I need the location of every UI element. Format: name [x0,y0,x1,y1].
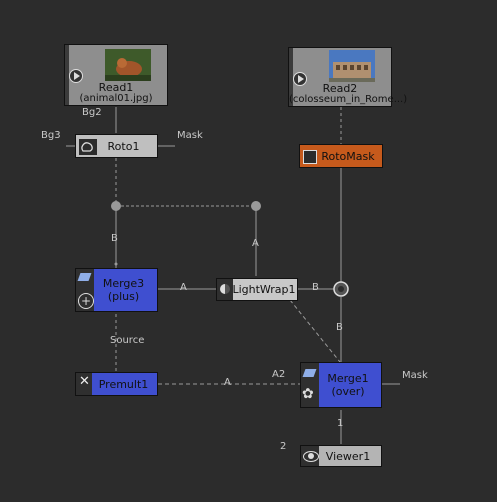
gear-icon: ✿ [302,386,314,402]
merge3-label: Merge3 [102,277,145,290]
read2-thumbnail-image [329,50,375,82]
input-label-bg3: Bg3 [41,130,61,141]
premult-side-panel [76,373,92,395]
input-label-lightwrap-a: A [252,238,259,249]
play-icon[interactable] [293,72,307,86]
eye-icon [303,451,319,462]
read1-title: Read1 [98,81,134,94]
read2-subtitle: (colosseum_in_Rome...) [289,94,408,105]
merge1-node[interactable]: ✿ Merge1 (over) [300,362,382,408]
dot-node-left[interactable] [111,201,121,211]
premult1-node[interactable]: ✕ Premult1 [75,372,158,396]
roto1-label: Roto1 [107,139,140,153]
half-circle-icon [220,284,230,294]
arrow-merge3 [114,262,118,266]
input-label-merge1-a2: A2 [272,369,286,380]
lightwrap1-label: LightWrap1 [232,283,296,296]
read2-node[interactable]: Read2 (colosseum_in_Rome...) [288,47,408,107]
read1-side-bar [65,45,69,105]
input-label-merge1-a: A [224,377,231,388]
read1-subtitle: (animal01.jpg) [79,93,153,104]
input-label-merge3-b: B [111,233,118,244]
merge3-sublabel: (plus) [107,290,140,303]
multiply-x-icon: ✕ [79,374,90,389]
input-label-roto-mask: Mask [177,130,203,141]
merge1-label: Merge1 [327,372,369,385]
input-label-merge3-a: A [180,282,187,293]
read2-side-bar [289,48,293,106]
viewer1-label: Viewer1 [325,449,371,463]
input-label-merge1-mask: Mask [402,370,428,381]
read2-title: Read2 [322,82,358,95]
wire-lightwrap-merge1 [289,299,341,363]
merge1-sublabel: (over) [331,385,365,398]
dot-node-right[interactable] [251,201,261,211]
lightwrap1-node[interactable]: LightWrap1 [216,278,298,301]
input-label-lightwrap-b: B [312,282,319,293]
input-label-viewer-1: 1 [337,418,344,429]
rotomask-label: RotoMask [321,149,375,163]
input-label-merge1-b: B [336,322,343,333]
rotomask-icon [303,150,317,164]
rotomask-node[interactable]: RotoMask [299,144,383,168]
read1-node[interactable]: Read1 (animal01.jpg) [64,44,168,106]
merge3-node[interactable]: + Merge3 (plus) [75,268,158,312]
roto1-node[interactable]: Roto1 [75,134,158,158]
play-icon[interactable] [69,69,83,83]
read1-thumbnail-image [105,49,151,81]
input-label-bg2: Bg2 [82,107,102,118]
input-label-viewer-2: 2 [280,441,287,452]
plus-circle-icon: + [78,293,94,309]
roto-icon [79,139,97,155]
dot-node-b-inner [338,286,344,292]
input-label-premult-source: Source [110,335,145,346]
viewer1-node[interactable]: Viewer1 [300,445,382,467]
premult1-label: Premult1 [98,377,149,391]
